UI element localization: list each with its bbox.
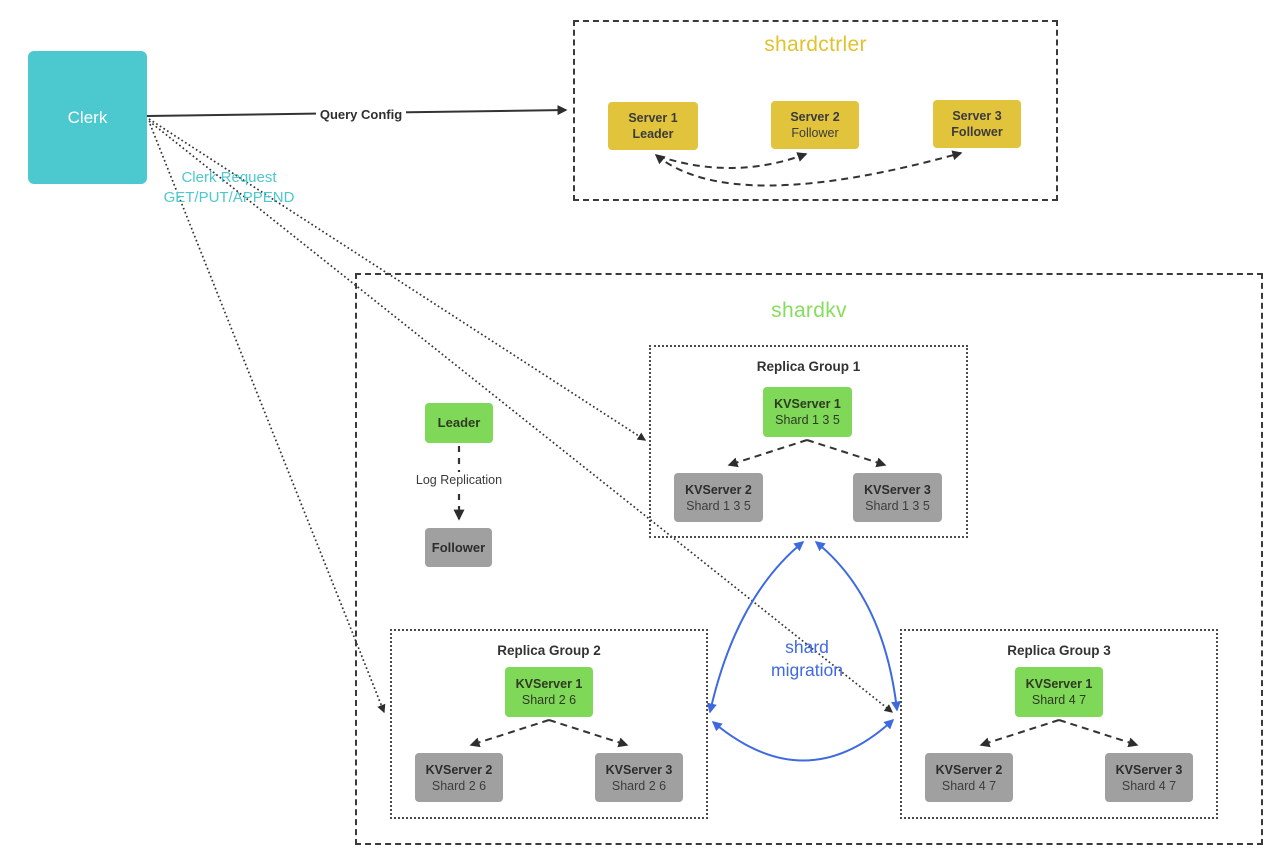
edge-rg2-kvs1-to-kvs2 [469, 719, 550, 748]
kvserver-shards: Shard 2 6 [431, 778, 487, 793]
server-role: Leader [632, 127, 674, 141]
edge-label-log-replication: Log Replication [410, 472, 508, 488]
kvserver-name: KVServer 1 [1025, 677, 1093, 691]
edge-clerk-to-rg2 [149, 123, 386, 714]
kvserver-name: KVServer 1 [515, 677, 583, 691]
shardkv-container: shardkv [355, 273, 1263, 845]
shard-migration-line-2: migration [771, 660, 843, 680]
shard-migration-line-1: shard [785, 637, 829, 657]
kvserver-name: KVServer 3 [864, 482, 931, 497]
leader-label: Leader [437, 415, 481, 430]
edge-label-clerk-request: Clerk Request GET/PUT/APPEND [150, 168, 308, 208]
replica-group-1-container: Replica Group 1 [649, 345, 968, 538]
rg1-kvserver-1: KVServer 1 Shard 1 3 5 [763, 387, 852, 437]
shardctrler-server-3: Server 3 Follower [933, 100, 1021, 148]
raft-leader-node: Leader [425, 403, 493, 443]
kvserver-shards: Shard 2 6 [611, 778, 667, 793]
kvserver-shards: Shard 4 7 [941, 778, 997, 793]
kvserver-name: KVServer 1 [774, 397, 841, 411]
rg2-kvserver-1: KVServer 1 Shard 2 6 [505, 667, 593, 717]
kvserver-shards: Shard 4 7 [1031, 693, 1087, 707]
edge-migration-rg1-rg2 [706, 541, 805, 714]
raft-follower-node: Follower [425, 528, 492, 567]
edge-rg2-kvs1-to-kvs3 [548, 719, 629, 748]
replica-group-1-title: Replica Group 1 [756, 359, 861, 374]
server-name: Server 3 [952, 109, 1002, 123]
rg2-kvserver-3: KVServer 3 Shard 2 6 [595, 753, 683, 802]
rg3-kvserver-2: KVServer 2 Shard 4 7 [925, 753, 1013, 802]
edge-rg3-kvs1-to-kvs2 [979, 719, 1060, 748]
kvserver-name: KVServer 2 [935, 762, 1003, 777]
replica-group-3-title: Replica Group 3 [1007, 643, 1111, 658]
rg2-kvserver-2: KVServer 2 Shard 2 6 [415, 753, 503, 802]
edge-rg1-kvs1-to-kvs3 [806, 439, 887, 468]
rg1-kvserver-2: KVServer 2 Shard 1 3 5 [674, 473, 763, 522]
edge-clerk-to-rg3 [148, 120, 893, 713]
follower-label: Follower [431, 539, 486, 555]
edge-migration-rg2-rg3 [711, 718, 895, 762]
rg3-kvserver-1: KVServer 1 Shard 4 7 [1015, 667, 1103, 717]
edge-rg3-kvs1-to-kvs3 [1058, 719, 1139, 748]
clerk-label: Clerk [67, 107, 108, 127]
kvserver-shards: Shard 1 3 5 [775, 413, 840, 427]
clerk-node: Clerk [28, 51, 147, 184]
kvserver-shards: Shard 1 3 5 [865, 498, 930, 513]
shardctrler-title: shardctrler [764, 33, 867, 56]
shardctrler-container: shardctrler [573, 20, 1058, 201]
kvserver-shards: Shard 4 7 [1121, 778, 1177, 793]
rg1-kvserver-3: KVServer 3 Shard 1 3 5 [853, 473, 942, 522]
kvserver-name: KVServer 3 [1115, 762, 1183, 777]
kvserver-name: KVServer 2 [425, 762, 493, 777]
kvserver-shards: Shard 2 6 [521, 693, 577, 707]
server-role: Follower [951, 125, 1003, 139]
clerk-request-line-2: GET/PUT/APPEND [163, 189, 295, 206]
server-name: Server 1 [628, 111, 678, 125]
replica-group-3-container: Replica Group 3 [900, 629, 1218, 819]
edge-migration-rg1-rg3 [814, 541, 901, 712]
kvserver-shards: Shard 1 3 5 [686, 498, 751, 513]
edge-label-shard-migration: shard migration [734, 636, 880, 682]
edge-label-query-config: Query Config [316, 106, 406, 123]
clerk-request-line-1: Clerk Request [181, 169, 277, 186]
kvserver-name: KVServer 3 [605, 762, 673, 777]
edge-server1-to-server3 [654, 150, 963, 187]
rg3-kvserver-3: KVServer 3 Shard 4 7 [1105, 753, 1193, 802]
shardctrler-server-1: Server 1 Leader [608, 102, 698, 150]
server-role: Follower [791, 126, 839, 140]
replica-group-2-container: Replica Group 2 [390, 629, 708, 819]
kvserver-name: KVServer 2 [685, 482, 752, 497]
shardctrler-server-2: Server 2 Follower [771, 101, 859, 149]
replica-group-2-title: Replica Group 2 [497, 643, 601, 658]
shardkv-title: shardkv [771, 299, 847, 322]
server-name: Server 2 [790, 110, 840, 124]
edge-rg1-kvs1-to-kvs2 [727, 439, 808, 468]
